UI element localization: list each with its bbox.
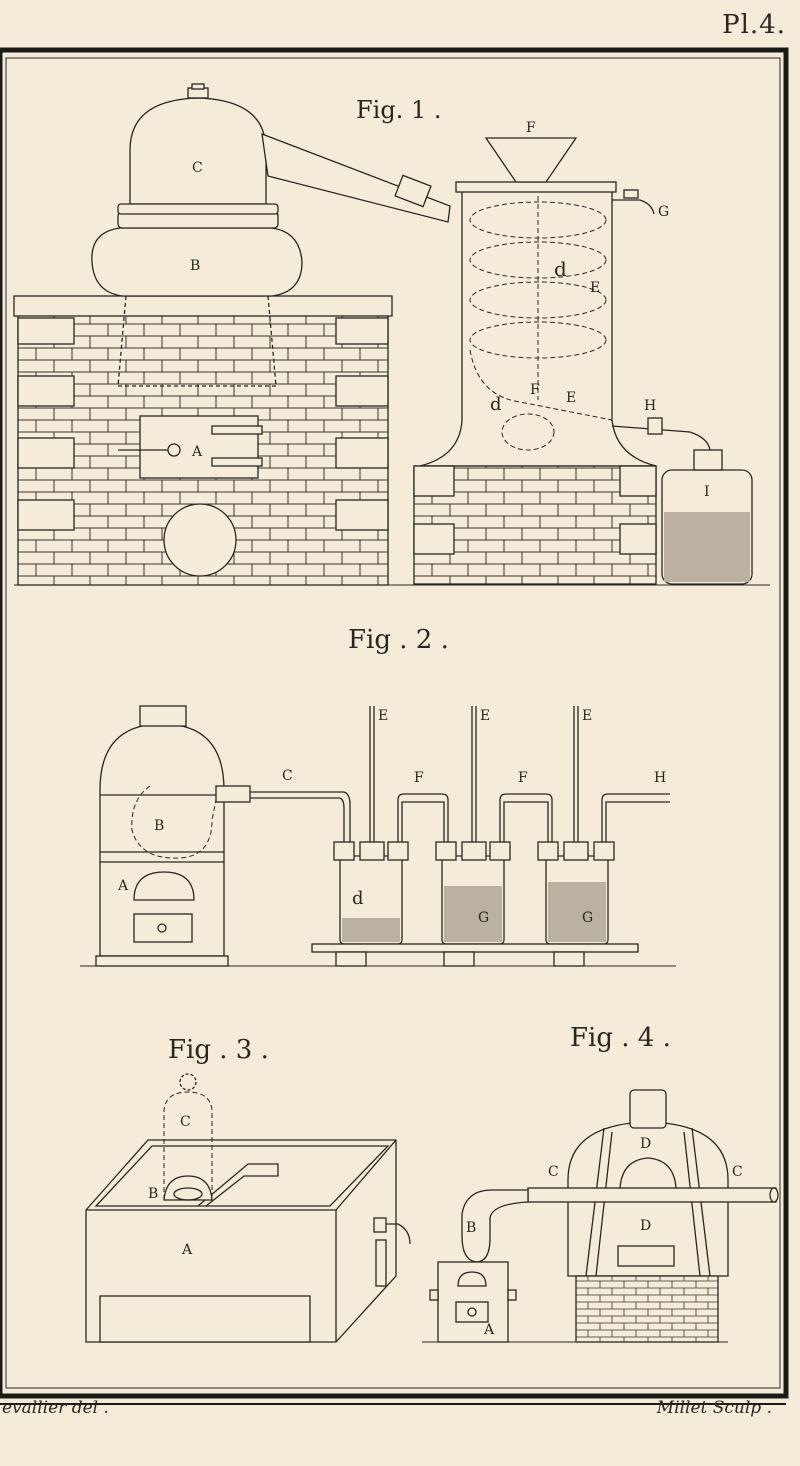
figure-4 — [422, 1089, 779, 1343]
figure-2 — [80, 705, 676, 967]
label-f2-fig2: F — [518, 770, 528, 786]
furnace-top-slab — [13, 295, 393, 317]
label-h-fig2: H — [654, 770, 666, 786]
label-c: C — [192, 160, 203, 176]
beak-tube — [261, 132, 451, 223]
outlet-pipe-h — [611, 425, 711, 451]
label-d-fig2: d — [352, 888, 364, 909]
label-c2-fig4: C — [732, 1164, 743, 1180]
figure-1-text: Fig. 1 . C B A F G d E F E d H I — [190, 96, 710, 500]
fig-3-title: Fig . 3 . — [168, 1035, 269, 1065]
plate-number: Pl.4. — [722, 10, 786, 40]
draughtsman-credit: evallier del . — [2, 1398, 109, 1418]
brick-base-fig-4 — [575, 1275, 719, 1343]
alembic-head-c — [129, 97, 267, 205]
woulfe-bottle-1 — [333, 706, 409, 945]
plate-inner-frame — [5, 57, 781, 1389]
cucurbit-b — [91, 227, 303, 297]
fig-4-title: Fig . 4 . — [570, 1023, 671, 1053]
woulfe-bottle-2 — [435, 706, 511, 945]
label-b-fig4: B — [466, 1220, 476, 1236]
label-f: F — [526, 120, 536, 136]
fig-2-title: Fig . 2 . — [348, 625, 449, 655]
label-h: H — [644, 398, 656, 414]
label-a-fig4: A — [483, 1322, 495, 1338]
label-a: A — [191, 444, 203, 460]
label-e-inner: E — [566, 390, 576, 406]
label-f1-fig2: F — [414, 770, 424, 786]
label-b: B — [190, 258, 200, 274]
engraver-credit: Millet Sculp . — [656, 1398, 772, 1418]
label-b-fig2: B — [154, 818, 164, 834]
fig-1-title: Fig. 1 . — [356, 96, 441, 124]
ash-pit — [163, 503, 237, 577]
figure-2-text: Fig . 2 . B A C E E E F F H d G G — [117, 625, 666, 926]
label-c-fig3: C — [180, 1114, 191, 1130]
label-d2-fig4: D — [640, 1218, 651, 1234]
label-e2-fig2: E — [480, 708, 490, 724]
figure-4-text: Fig . 4 . D C C B D A — [466, 1023, 743, 1338]
label-a-fig3: A — [181, 1242, 193, 1258]
plate-frame — [0, 47, 789, 1399]
label-e: E — [590, 280, 600, 296]
label-d1-fig4: D — [640, 1136, 651, 1152]
label-g1-fig2: G — [478, 910, 489, 926]
woulfe-bottle-3 — [537, 706, 615, 945]
label-f-inner: F — [530, 382, 540, 398]
figure-3 — [85, 1073, 411, 1343]
label-g: G — [658, 204, 669, 220]
label-d-inner: d — [490, 394, 502, 415]
label-e1-fig2: E — [378, 708, 388, 724]
label-i: I — [704, 484, 710, 500]
label-b-fig3: B — [148, 1186, 158, 1202]
figure-1 — [13, 83, 770, 586]
label-d: d — [554, 257, 567, 281]
label-e3-fig2: E — [582, 708, 592, 724]
label-a-fig2: A — [117, 878, 129, 894]
label-g2-fig2: G — [582, 910, 593, 926]
label-c1-fig4: C — [548, 1164, 559, 1180]
label-c-fig2: C — [282, 768, 293, 784]
figure-3-text: Fig . 3 . C B A — [148, 1035, 269, 1258]
